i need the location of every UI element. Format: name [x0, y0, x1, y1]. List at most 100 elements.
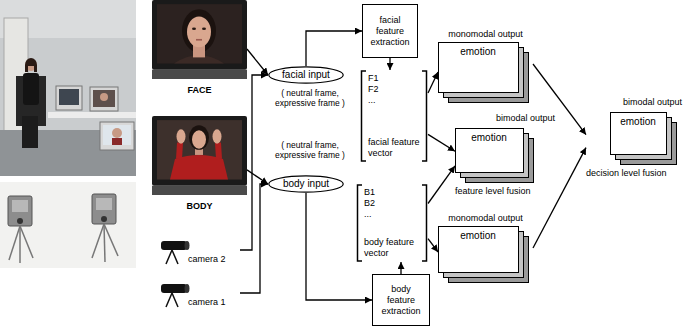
flow-arrow — [533, 148, 586, 248]
node-text: facial feature vector — [368, 137, 420, 159]
node-text: ... — [364, 209, 420, 220]
node-text: body feature extraction — [376, 284, 426, 317]
rect-part — [157, 120, 242, 179]
flow-arrow — [428, 134, 455, 151]
rect-part — [100, 122, 134, 150]
rect-part — [0, 0, 136, 176]
rect-part — [456, 129, 524, 173]
node-text: emotion — [610, 115, 666, 128]
node-text: F2 — [368, 84, 420, 95]
polygon-part — [152, 186, 247, 195]
path-part — [25, 58, 37, 72]
feature-vector: B1B2...body feature vector — [356, 184, 428, 262]
ellipse-part — [213, 129, 222, 143]
node-text: camera 2 — [188, 254, 240, 265]
flow-arrow — [247, 49, 268, 75]
node-text: monomodal output — [438, 28, 533, 40]
feature-vector: F1F2... facial feature vector — [360, 70, 428, 162]
rect-part — [96, 198, 112, 210]
node-text: F1 — [368, 73, 420, 84]
ellipse-part — [185, 241, 190, 250]
node-text: facial input — [282, 69, 330, 81]
ellipse-part — [192, 27, 196, 29]
rect-part — [611, 113, 667, 155]
node-text: decision level fusion — [586, 167, 682, 179]
laptop-drawing — [152, 116, 247, 198]
circle-part — [100, 93, 108, 101]
flow-arrow — [389, 58, 390, 70]
flow-arrow — [428, 72, 438, 93]
ellipse-part — [202, 27, 206, 29]
ellipse-part — [182, 9, 216, 52]
node-text: monomodal output — [438, 212, 533, 224]
ellipse-part — [192, 130, 206, 148]
node-text: facial feature extraction — [366, 15, 414, 48]
rect-part — [196, 39, 202, 41]
path-part — [166, 293, 178, 307]
ellipse-part — [177, 129, 186, 143]
flow-arrow — [428, 239, 438, 252]
circle-part — [25, 59, 37, 71]
circle-part — [112, 128, 122, 138]
flow-arrow — [400, 262, 401, 274]
ellipse-part — [185, 284, 190, 293]
process-box: body feature extraction — [372, 274, 430, 326]
node-text: emotion — [455, 131, 523, 144]
node-text: B1 — [364, 187, 420, 198]
rect-part — [59, 89, 79, 105]
path-part — [358, 185, 363, 261]
frame-note: ( neutral frame, expressive frame ) — [262, 140, 358, 160]
rect-part — [103, 125, 131, 145]
output-stack: bimodal outputemotiondecision level fusi… — [586, 96, 682, 182]
line-part — [20, 226, 33, 258]
line-part — [92, 224, 104, 258]
node-text: FACE — [152, 84, 247, 96]
rect-part — [22, 116, 38, 148]
path-part — [166, 250, 178, 264]
ellipse-part — [189, 125, 209, 150]
ellipse-part — [269, 176, 343, 192]
ellipse-part — [269, 67, 343, 83]
frame-note: ( neutral frame, expressive frame ) — [262, 88, 358, 108]
circle-part — [17, 218, 23, 224]
node-text: bimodal output — [455, 112, 555, 124]
rect-part — [92, 194, 116, 224]
polygon-part — [152, 70, 247, 79]
line-part — [104, 224, 118, 256]
flow-arrow — [428, 166, 455, 204]
room-photo — [0, 0, 136, 176]
node-text: BODY — [152, 200, 247, 212]
rect-part — [0, 182, 136, 268]
ellipse-part — [187, 16, 211, 47]
process-box: facial feature extraction — [362, 4, 418, 58]
node-text: emotion — [438, 229, 518, 242]
line-part — [19, 226, 21, 263]
rect-part — [161, 241, 187, 250]
output-stack: monomodal outputemotion — [438, 28, 533, 108]
flow-arrow — [306, 31, 362, 66]
output-stack: monomodal output emotion — [438, 212, 533, 292]
flow-arrow — [240, 184, 268, 293]
node-text: ... — [368, 95, 420, 106]
path-part — [422, 71, 427, 161]
camera-icon: camera 1 — [160, 281, 240, 311]
rect-part — [152, 0, 247, 70]
frame-note-text: ( neutral frame, expressive frame ) — [262, 88, 358, 108]
input-ellipse: body input — [268, 175, 344, 193]
rect-part — [56, 86, 82, 110]
rect-part — [439, 227, 519, 273]
flow-arrow — [533, 64, 586, 135]
camera-icon: camera 2 — [160, 238, 240, 268]
rect-part — [48, 112, 136, 118]
laptop-drawing — [152, 0, 247, 82]
flow-arrow — [247, 170, 268, 184]
rect-part — [112, 138, 122, 145]
circle-part — [101, 216, 107, 222]
rect-part — [90, 87, 118, 111]
rect-part — [157, 4, 242, 63]
node-text: body feature vector — [364, 237, 420, 259]
node-text: feature level fusion — [455, 185, 555, 197]
